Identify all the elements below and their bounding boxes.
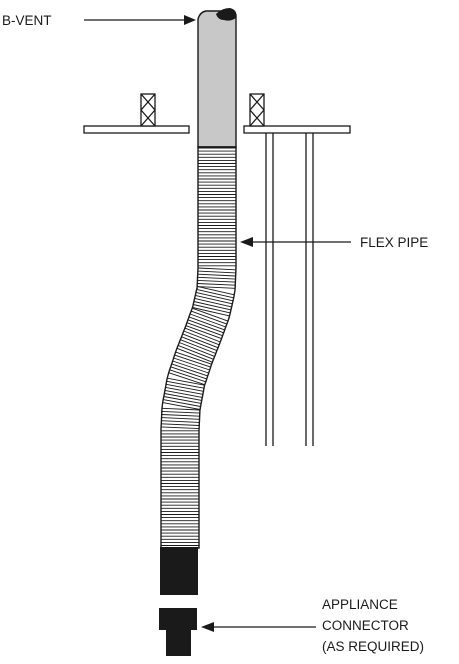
appliance-connector-label-line2: CONNECTOR (322, 618, 409, 633)
flex-pipe-rib (195, 291, 234, 302)
b-vent-arrow (84, 15, 196, 25)
flex-pipe-rib (194, 297, 232, 308)
flex-pipe-rib (177, 344, 214, 360)
flex-pipe-rib (195, 294, 233, 305)
flex-pipe-rib (172, 360, 209, 374)
flex-pipe-rib (163, 396, 202, 404)
flex-pipe-rib (166, 380, 205, 389)
b-vent-cut-end (216, 8, 237, 21)
flex-pipe-rib (190, 310, 227, 325)
appliance-connector-arrow (201, 622, 316, 632)
connector-fitting (159, 608, 197, 630)
floor-plate-right (243, 125, 351, 134)
flex-pipe-rib (187, 319, 224, 334)
blocking-left (140, 93, 156, 127)
flex-pipe-rib (186, 322, 223, 337)
flex-pipe-rib (188, 316, 225, 331)
flex-pipe-rib (192, 307, 229, 322)
flex-pipe-rib (184, 327, 221, 343)
flex-pipe-rib (196, 288, 234, 299)
b-vent-label: B-VENT (2, 13, 52, 28)
flex-pipe-rib (197, 267, 236, 271)
appliance-connector (159, 547, 198, 656)
flex-pipe-corrugations (161, 147, 236, 546)
b-vent-pipe (197, 8, 237, 148)
flex-pipe-rib (169, 369, 206, 383)
flex-pipe-rib (173, 357, 210, 371)
wall-studs (265, 133, 314, 446)
flex-pipe-rib (181, 336, 218, 352)
floor-plates (83, 125, 351, 134)
flex-pipe-rib (166, 383, 204, 392)
flex-pipe-rib (168, 372, 205, 386)
flex-pipe (160, 146, 237, 549)
flex-pipe-rib (197, 270, 236, 274)
flex-pipe-rib (192, 307, 230, 317)
flex-pipe-rib (161, 410, 200, 414)
flex-pipe-rib (167, 377, 205, 386)
flex-pipe-rib (193, 301, 232, 311)
flex-pipe-rib (197, 279, 236, 283)
floor-plate-left (83, 125, 190, 134)
flex-pipe-arrow (240, 237, 351, 247)
flex-pipe-rib (182, 333, 219, 349)
flex-pipe-rib (174, 354, 211, 368)
flex-pipe-rib (197, 276, 236, 280)
appliance-connector-label-line3: (AS REQUIRED) (322, 639, 424, 654)
flex-pipe-rib (161, 420, 200, 423)
flex-pipe-rib (163, 399, 201, 407)
flex-pipe-rib (171, 363, 208, 377)
blocking-right (249, 93, 265, 127)
leader-lines (84, 15, 351, 632)
flex-pipe-rib (185, 325, 222, 340)
flex-pipe-rib (176, 347, 213, 363)
flex-pipe-rib (189, 313, 226, 328)
flex-pipe-rib (165, 386, 203, 395)
flex-pipe-rib (164, 389, 203, 398)
flex-pipe-rib (180, 339, 216, 354)
flex-pipe-rib (197, 273, 236, 277)
flex-pipe-rib (161, 426, 200, 430)
flex-pipe-rib (164, 393, 202, 401)
flex-pipe-rib (170, 366, 207, 380)
flex-pipe-rib (161, 414, 200, 417)
connector-collar (160, 547, 198, 595)
flex-pipe-rib (197, 283, 236, 286)
flex-pipe-rib (179, 342, 215, 357)
blocking-markers (140, 93, 265, 127)
appliance-connector-label-line1: APPLIANCE (322, 597, 398, 612)
flex-pipe-rib (197, 286, 236, 289)
flex-pipe-rib (161, 423, 200, 426)
connector-tail (166, 628, 191, 656)
flex-pipe-rib (162, 402, 201, 410)
flex-pipe-rib (161, 417, 200, 420)
flex-pipe-label: FLEX PIPE (360, 235, 428, 250)
flex-pipe-rib (161, 407, 200, 411)
flex-pipe-rib (175, 351, 212, 365)
flex-pipe-rib (197, 285, 235, 296)
flex-pipe-rib (193, 304, 231, 314)
flex-pipe-rib (183, 330, 220, 346)
